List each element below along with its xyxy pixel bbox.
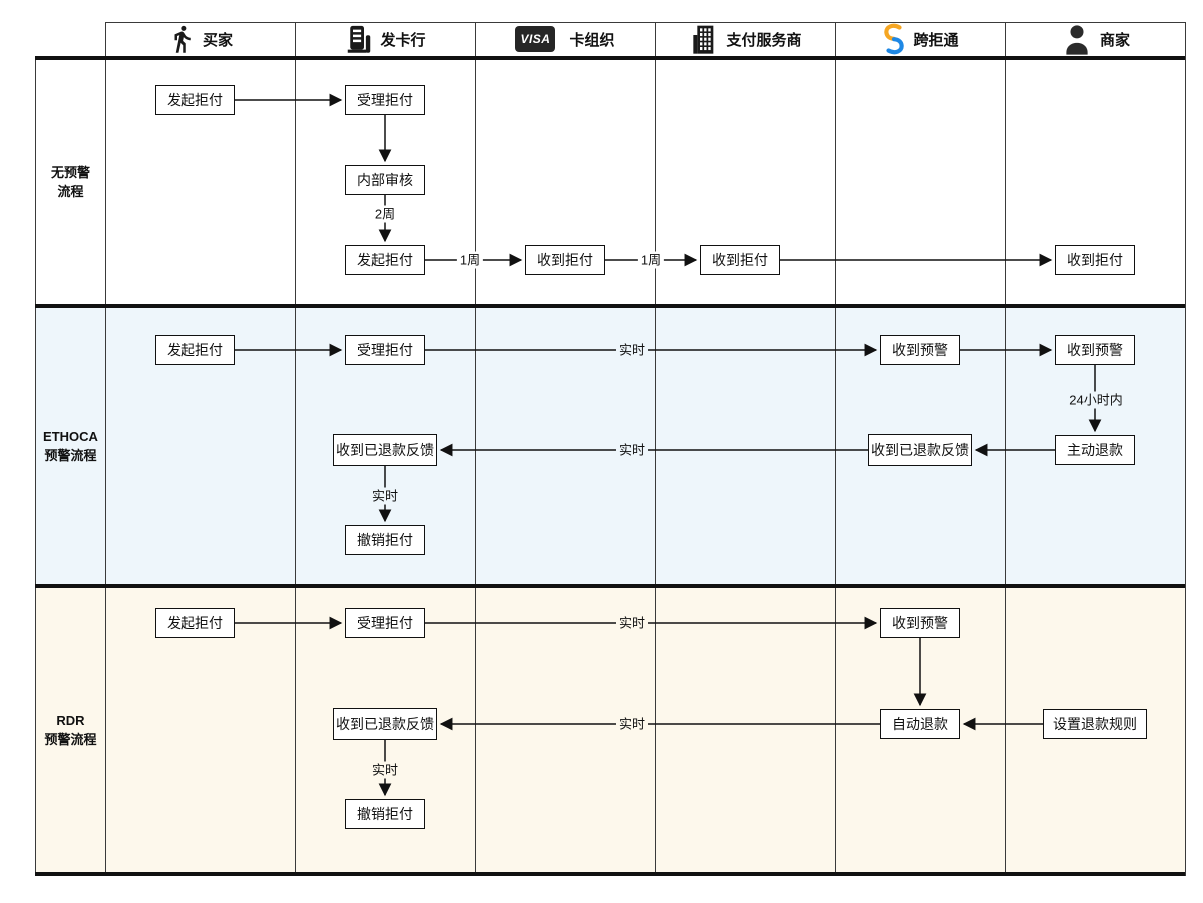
column-header-label: 支付服务商 — [726, 31, 802, 49]
column-header-issuer: 发卡行 — [295, 22, 475, 56]
flow-node: 收到已退款反馈 — [333, 434, 437, 466]
edge-label: 1周 — [456, 251, 484, 269]
flow-node: 发起拒付 — [155, 335, 235, 365]
column-header-label: 买家 — [202, 31, 233, 49]
lane-label-line: 预警流程 — [44, 732, 97, 747]
lane-label-no-alert: 无预警 流程 — [36, 60, 105, 304]
column-header-label: 商家 — [1099, 31, 1130, 49]
flow-node: 收到预警 — [1055, 335, 1135, 365]
flow-node: 撤销拒付 — [345, 799, 425, 829]
flow-node: 收到拒付 — [700, 245, 780, 275]
column-divider — [105, 22, 106, 876]
kuajutong-logo-icon — [881, 23, 907, 55]
column-divider — [295, 22, 296, 876]
column-divider — [475, 22, 476, 876]
lane-divider — [35, 56, 1185, 60]
column-divider — [835, 22, 836, 876]
flow-node: 收到预警 — [880, 335, 960, 365]
column-divider — [1185, 22, 1186, 876]
flow-node: 收到已退款反馈 — [868, 434, 972, 466]
flow-node: 受理拒付 — [345, 335, 425, 365]
building-icon — [688, 23, 720, 55]
flow-node: 收到拒付 — [1055, 245, 1135, 275]
column-header-merchant: 商家 — [1005, 22, 1185, 56]
column-header-card-org: VISA 卡组织 — [475, 22, 655, 56]
lane-label-line: ETHOCA — [43, 429, 98, 444]
edge-label: 1周 — [637, 251, 665, 269]
edge-label: 实时 — [368, 487, 402, 505]
flow-node: 受理拒付 — [345, 85, 425, 115]
edge-label: 实时 — [615, 715, 649, 733]
edge-label: 实时 — [615, 441, 649, 459]
header-top-border — [105, 22, 1185, 23]
column-header-kuajutong: 跨拒通 — [835, 22, 1005, 56]
walking-person-icon — [167, 24, 197, 54]
flow-node: 自动退款 — [880, 709, 960, 739]
flow-node: 内部审核 — [345, 165, 425, 195]
edge-label: 实时 — [615, 341, 649, 359]
lane-label-line: 流程 — [57, 184, 84, 199]
lane-label-ethoca: ETHOCA 预警流程 — [36, 308, 105, 584]
lane-divider — [35, 584, 1185, 588]
column-header-psp: 支付服务商 — [655, 22, 835, 56]
flow-node: 发起拒付 — [155, 85, 235, 115]
edge-label: 2周 — [371, 205, 399, 223]
atm-machine-icon — [344, 24, 374, 54]
column-divider — [1005, 22, 1006, 876]
flow-node: 设置退款规则 — [1043, 709, 1147, 739]
column-header-buyer: 买家 — [105, 22, 295, 56]
flow-node: 收到预警 — [880, 608, 960, 638]
lane-label-line: RDR — [56, 713, 85, 728]
flow-node: 主动退款 — [1055, 435, 1135, 465]
flow-node: 发起拒付 — [345, 245, 425, 275]
flow-node: 受理拒付 — [345, 608, 425, 638]
column-divider — [655, 22, 656, 876]
lane-label-line: 无预警 — [50, 165, 90, 180]
flow-node: 收到已退款反馈 — [333, 708, 437, 740]
lane-label-rdr: RDR 预警流程 — [36, 588, 105, 872]
flow-node: 收到拒付 — [525, 245, 605, 275]
merchant-person-icon — [1060, 22, 1094, 56]
edge-label: 24小时内 — [1066, 391, 1126, 409]
column-header-label: 跨拒通 — [913, 31, 959, 49]
visa-badge-icon: VISA — [515, 26, 556, 52]
column-header-label: 发卡行 — [380, 31, 426, 49]
edge-label: 实时 — [368, 761, 402, 779]
column-header-label: 卡组织 — [569, 31, 615, 49]
flow-node: 发起拒付 — [155, 608, 235, 638]
lane-divider — [35, 872, 1185, 876]
lane-label-line: 预警流程 — [44, 448, 97, 463]
column-divider — [35, 56, 36, 876]
lane-divider — [35, 304, 1185, 308]
visa-badge-text: VISA — [520, 32, 551, 46]
flow-node: 撤销拒付 — [345, 525, 425, 555]
edge-label: 实时 — [615, 614, 649, 632]
